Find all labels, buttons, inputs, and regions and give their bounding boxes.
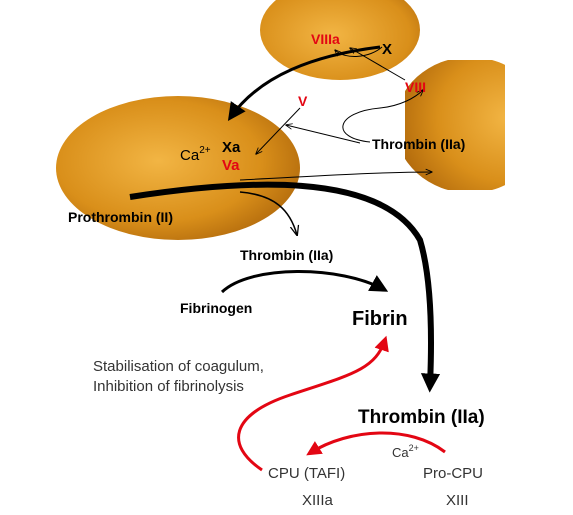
label-thrombin-mid: Thrombin (IIa) xyxy=(240,247,333,263)
arrow-blob-to-right-thrombin xyxy=(239,172,432,181)
arrow-viii-to-viiia xyxy=(350,48,406,81)
label-thrombin-big: Thrombin (IIa) xyxy=(358,407,485,428)
label-fibrin: Fibrin xyxy=(352,308,408,330)
label-procpu: Pro-CPU xyxy=(423,465,483,482)
label-thrombin-right: Thrombin (IIa) xyxy=(372,136,465,152)
arrow-x-to-xa xyxy=(227,45,381,121)
label-viii: VIII xyxy=(405,79,426,95)
membrane-blob-top xyxy=(260,0,420,80)
membrane-blob-right xyxy=(405,60,505,190)
label-ca-bottom: Ca2+ xyxy=(392,443,419,460)
arrow-cpu-to-fibrin xyxy=(237,335,389,472)
arrow-thrombin-to-va xyxy=(286,125,361,144)
membrane-blob-main xyxy=(56,96,300,240)
arrow-procpu-to-cpu xyxy=(306,431,446,456)
label-xiii: XIII xyxy=(446,492,469,509)
label-stabilisation-line1: Stabilisation of coagulum, xyxy=(93,358,264,375)
arrow-v-to-va xyxy=(256,107,301,154)
label-cpu: CPU (TAFI) xyxy=(268,465,345,482)
arrow-prothrombin-to-thrombin-big xyxy=(129,181,441,393)
label-xa: Xa xyxy=(222,139,241,156)
arrow-x-curl xyxy=(335,46,383,57)
arrow-prothrombin-to-thrombin-mid xyxy=(239,191,297,235)
label-fibrinogen: Fibrinogen xyxy=(180,300,252,316)
label-stabilisation-line2: Inhibition of fibrinolysis xyxy=(93,378,244,395)
label-ca: Ca2+ xyxy=(180,145,211,164)
arrow-fibrinogen-to-fibrin xyxy=(220,270,389,294)
label-va: Va xyxy=(222,157,240,174)
arrow-thrombin-loop-viii xyxy=(342,90,423,143)
label-xiiia: XIIIa xyxy=(302,492,334,509)
label-x: X xyxy=(382,41,392,58)
label-v: V xyxy=(298,93,308,109)
label-viiia: VIIIa xyxy=(311,31,340,47)
label-prothrombin: Prothrombin (II) xyxy=(68,209,173,225)
